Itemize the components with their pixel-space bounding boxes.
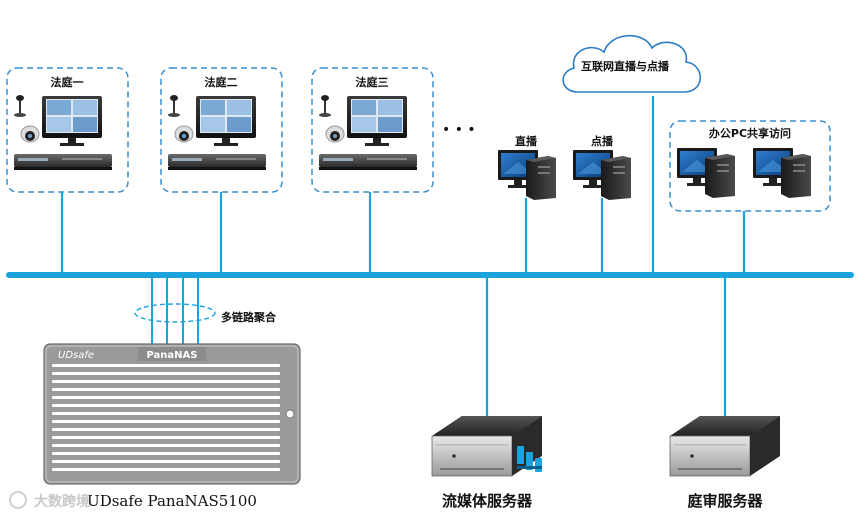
nas-brand-text: UDsafe	[58, 350, 94, 361]
trial-server-label: 庭审服务器	[687, 492, 763, 510]
court-2-label: 法庭二	[205, 75, 238, 89]
network-backbone	[6, 272, 854, 278]
nas-caption: UDsafe PanaNAS5100	[87, 492, 257, 510]
court-box-3: 法庭三	[311, 67, 434, 193]
watermark: 大数跨境	[9, 491, 90, 510]
court-1-equipment-icon	[13, 94, 113, 171]
court-3-equipment-icon	[318, 94, 418, 171]
live-client-label: 直播	[515, 134, 538, 148]
nas-power-led-icon	[285, 409, 295, 419]
court-2-equipment-icon	[167, 94, 267, 171]
vod-client-label: 点播	[591, 134, 614, 148]
network-drops	[60, 96, 746, 420]
trial-server: 庭审服务器	[669, 415, 781, 510]
streaming-server: 流媒体服务器	[431, 415, 543, 510]
court-box-2: 法庭二	[160, 67, 283, 193]
nas-model-badge: PanaNAS	[147, 350, 198, 361]
internet-cloud: 互联网直播与点播	[562, 34, 701, 93]
trial-server-icon	[669, 415, 781, 477]
more-courts-ellipsis: • • •	[442, 122, 476, 138]
nas-vent-grille	[52, 364, 280, 471]
office-pc-2-icon	[753, 148, 811, 198]
live-client: 直播	[498, 134, 556, 200]
cloud-label: 互联网直播与点播	[581, 59, 670, 73]
watermark-text: 大数跨境	[34, 493, 90, 510]
link-aggregation: 多链路聚合	[134, 278, 277, 345]
streaming-server-label: 流媒体服务器	[442, 492, 533, 510]
court-1-label: 法庭一	[51, 75, 84, 89]
court-box-1: 法庭一	[6, 67, 129, 193]
media-stream-icon	[517, 446, 542, 472]
aggregation-label: 多链路聚合	[221, 310, 277, 324]
cloud-icon	[562, 34, 701, 93]
court-3-label: 法庭三	[356, 75, 389, 89]
vod-client: 点播	[573, 134, 631, 200]
aggregation-ring-icon	[134, 303, 216, 323]
watermark-logo-icon	[9, 491, 27, 509]
nas-device: UDsafe PanaNAS UDsafe PanaNAS5100	[43, 343, 301, 510]
live-pc-icon	[498, 150, 556, 200]
vod-pc-icon	[573, 150, 631, 200]
office-pc-box: 办公PC共享访问	[669, 120, 831, 212]
office-pc-1-icon	[677, 148, 735, 198]
office-pc-label: 办公PC共享访问	[709, 126, 791, 140]
